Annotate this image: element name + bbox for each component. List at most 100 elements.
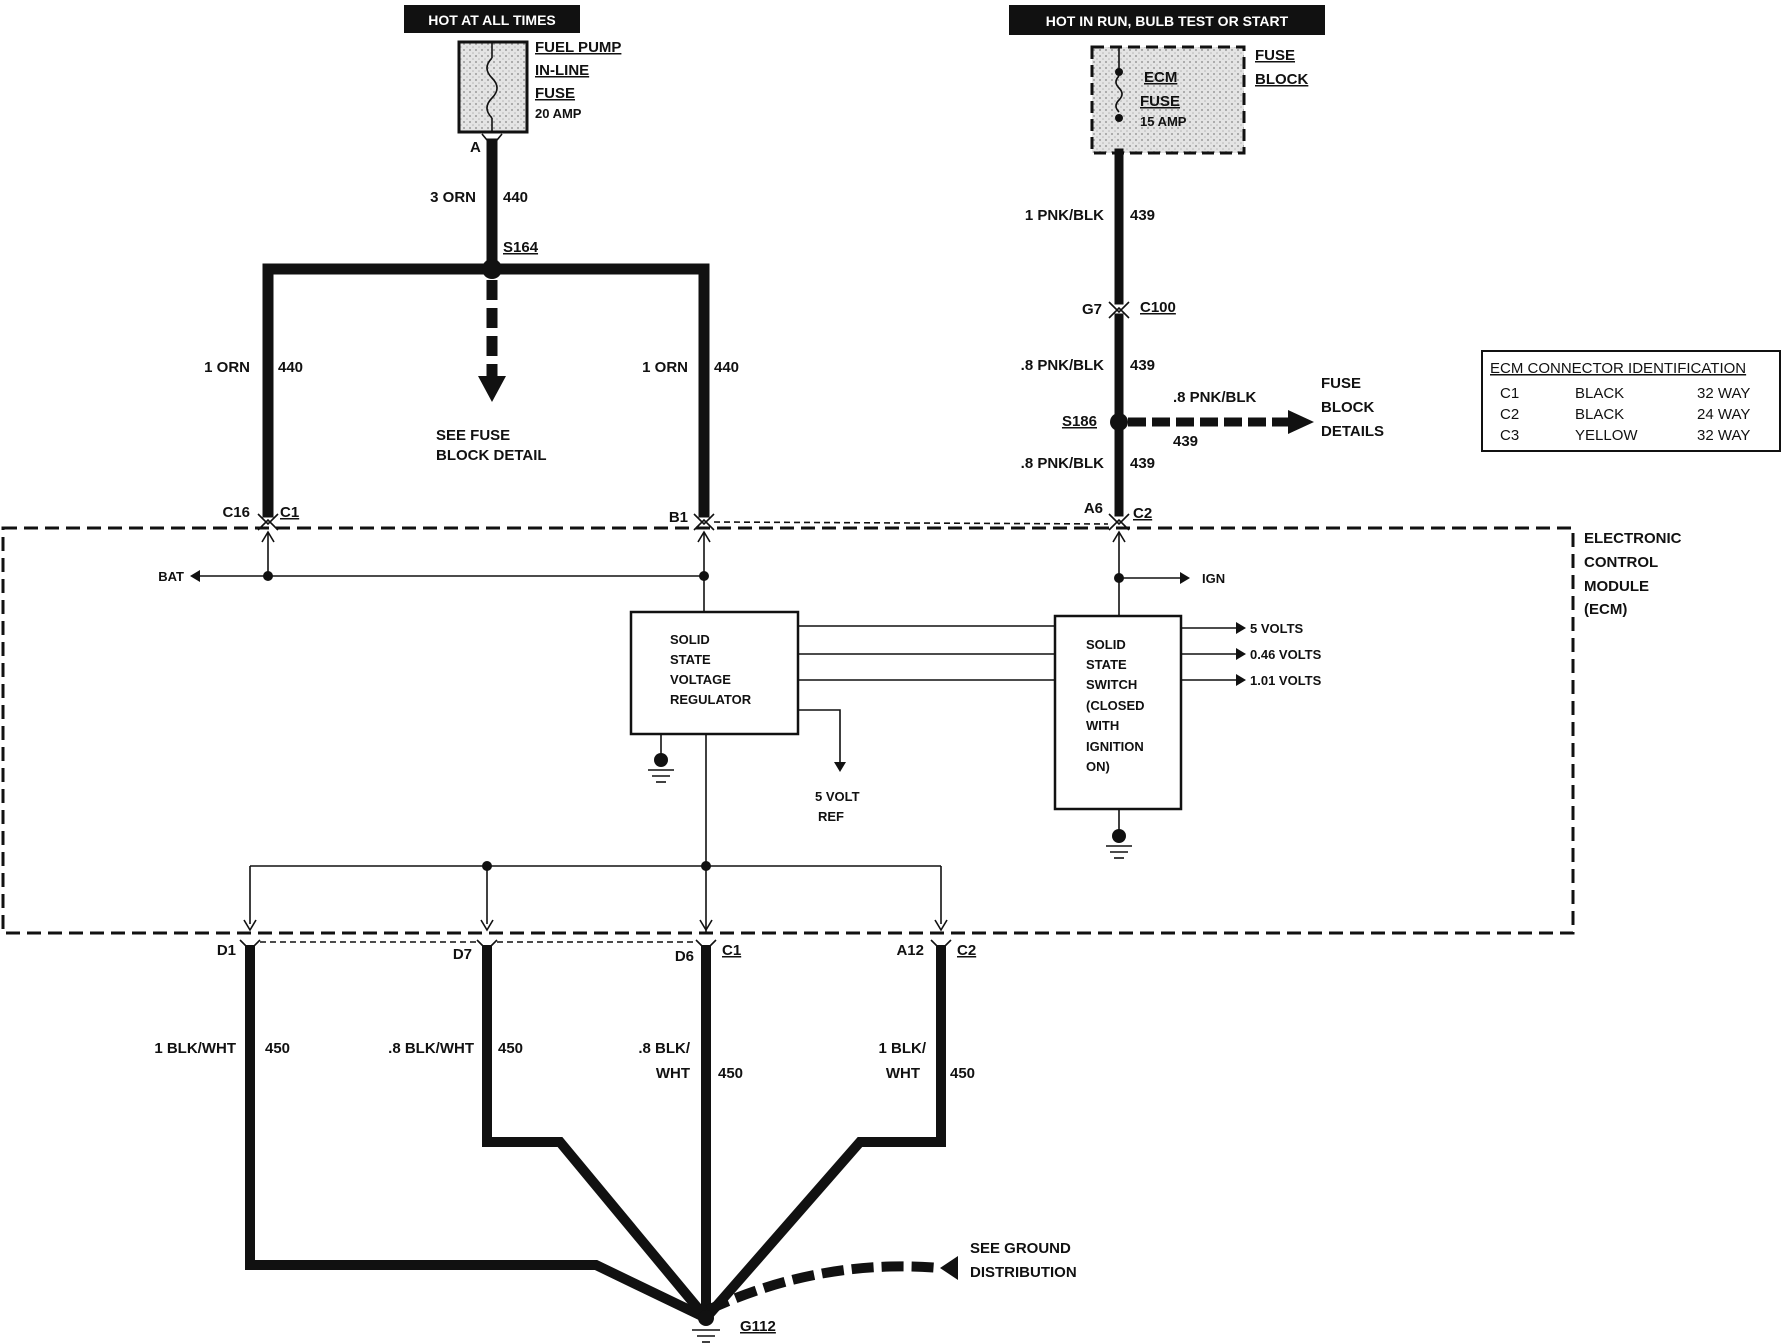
fuse-label-3: FUSE [535,85,575,102]
wire-pnk3-circuit: 439 [1130,455,1155,472]
arrow-right-icon [1288,410,1314,434]
header-box-right [1009,5,1325,35]
ground-g112-icon [692,1310,720,1343]
pin-c16: C16 [222,504,250,521]
see-fuse-2: BLOCK DETAIL [436,447,547,464]
table-row-2-ways: 24 WAY [1697,406,1750,423]
out-101-arrow [1236,674,1246,686]
connector-identification-table: ECM CONNECTOR IDENTIFICATION C1 BLACK 32… [1481,350,1781,452]
fuel-pump-fuse-body [457,40,529,134]
fuse-block-details-3: DETAILS [1321,423,1384,440]
wire-pnk2-circuit: 439 [1130,357,1155,374]
table-row-1-id: C1 [1500,385,1519,402]
bat-label: BAT [158,569,184,584]
fuse-rating: 20 AMP [535,106,582,121]
arrow-up-c16 [261,530,275,543]
ign-label: IGN [1202,571,1225,586]
header-box-left [404,5,580,33]
ecm-fuse-label-2: FUSE [1140,93,1180,110]
out-5v-arrow [1236,622,1246,634]
solid-state-switch-box [1053,614,1183,811]
g1-size: 1 BLK/WHT [154,1040,236,1057]
g2-circuit: 450 [498,1040,523,1057]
sw-line-4: (CLOSED [1086,698,1145,713]
ref-label-1: 5 VOLT [815,789,860,804]
conn-c100: C100 [1140,299,1176,316]
reg-line-3: VOLTAGE [670,672,731,687]
pin-a6: A6 [1084,500,1103,517]
ecm-top-pins: C16 C1 B1 A6 C2 [222,500,1152,531]
ecm-label-1: ELECTRONIC [1584,530,1682,547]
ecm-fuse-rating: 15 AMP [1140,114,1187,129]
see-ground-2: DISTRIBUTION [970,1264,1077,1281]
out-046: 0.46 VOLTS [1250,647,1322,662]
ground-circuits: SEE GROUND DISTRIBUTION 1 BLK/WHT 450 .8… [154,945,1077,1343]
splice-s164-dot [482,259,502,279]
wire-main-size: 3 ORN [430,189,476,206]
wire-main-circuit: 440 [503,189,528,206]
g2-size: .8 BLK/WHT [388,1040,474,1057]
out-5v: 5 VOLTS [1250,621,1304,636]
fuse-element-icon [486,57,498,119]
bus-arrow-d1 [243,919,257,932]
pin-d7: D7 [453,946,472,963]
fuse-block-label-2: BLOCK [1255,71,1308,88]
ground-wire-d1 [245,945,713,1325]
out-046-arrow [1236,648,1246,660]
splice-s186-dot [1110,413,1128,431]
bat-arrow-icon [190,570,200,582]
bus-arrow-a12 [934,919,948,932]
fuse-block-box [1090,45,1246,155]
fuse-block-label-1: FUSE [1255,47,1295,64]
ecm-label-2: CONTROL [1584,554,1658,571]
ecm-label-4: (ECM) [1584,601,1627,618]
supply-hot-at-all-times: HOT AT ALL TIMES FUEL PUMP IN-LINE FUSE … [204,5,739,518]
ecm-fuse-label-1: ECM [1144,69,1177,86]
bat-junction-1 [263,571,273,581]
conn-g7: G7 [1082,301,1102,318]
g4-size-2: WHT [886,1065,920,1082]
sw-line-5: WITH [1086,718,1119,733]
pin-a12: A12 [896,942,924,959]
header-right-text: HOT IN RUN, BULB TEST OR START [1046,13,1289,29]
fuse-label-2: IN-LINE [535,62,589,79]
see-ground-1: SEE GROUND [970,1240,1071,1257]
wire-pnk2-size: .8 PNK/BLK [1021,357,1105,374]
wire-branch-circuit: 439 [1173,433,1198,450]
ground-g112: G112 [740,1318,776,1335]
pin-b1: B1 [669,509,688,526]
ref-label-2: REF [818,809,844,824]
fuse-label-1: FUEL PUMP [535,39,621,56]
pin-a6-conn: C2 [1133,505,1152,522]
fuse-block-details-1: FUSE [1321,375,1361,392]
table-row-3-id: C3 [1500,427,1519,444]
regulator-ground-icon [648,734,674,783]
table-border [1481,350,1781,452]
ecm-label-3: MODULE [1584,578,1649,595]
arrow-up-b1 [697,530,711,543]
g1-circuit: 450 [265,1040,290,1057]
fuse-terminal-top [1115,68,1123,76]
table-row-1-ways: 32 WAY [1697,385,1750,402]
wire-pnk1-size: 1 PNK/BLK [1025,207,1104,224]
ecm-module: ELECTRONIC CONTROL MODULE (ECM) BAT SOLI… [1,526,1682,935]
bus-junction-2 [701,861,711,871]
ground-wire-d7 [482,945,714,1326]
wire-mid-size: 1 ORN [642,359,688,376]
wire-branch-size: .8 PNK/BLK [1173,389,1257,406]
connector-c100-icon [1108,301,1130,319]
reg-line-2: STATE [670,652,711,667]
terminal-a: A [470,139,481,156]
splice-s186: S186 [1062,413,1097,430]
table-row-1-color: BLACK [1575,385,1624,402]
splice-s164: S164 [503,239,539,256]
wire-pnk3-size: .8 PNK/BLK [1021,455,1105,472]
reg-line-1: SOLID [670,632,710,647]
ground-wire-distribution [705,1261,941,1315]
sw-line-1: SOLID [1086,637,1126,652]
sw-line-7: ON) [1086,759,1110,774]
g3-size-2: WHT [656,1065,690,1082]
pin-d6-conn: C1 [722,942,741,959]
bus-arrow-d7 [480,919,494,932]
ground-distribution-arrow [940,1256,958,1280]
